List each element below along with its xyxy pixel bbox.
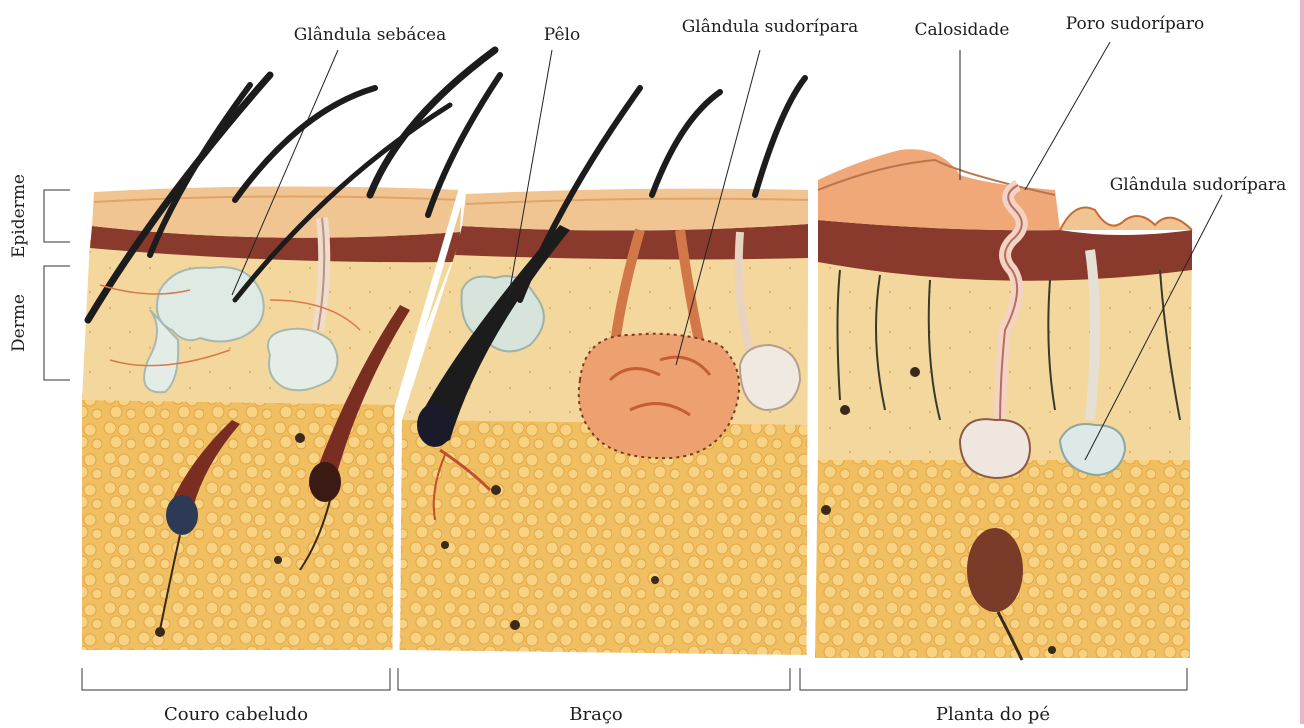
arm-hair-3 [755,78,805,195]
section-arm [400,78,808,655]
label-couro-cabeludo: Couro cabeludo [164,704,308,724]
label-derme: Derme [9,294,29,352]
scalp-fat [82,395,400,650]
sole-sweat-gland-1 [960,419,1030,478]
label-planta-do-pe: Planta do pé [936,704,1050,724]
label-glandula-sudoripara-top: Glândula sudorípara [682,17,859,37]
label-pelo: Pêlo [544,25,580,45]
leader-poro-sudoriparo [1025,42,1110,190]
label-glandula-sebacea: Glândula sebácea [294,25,446,45]
arm-sweat-gland-small [740,345,800,410]
layer-brackets [44,190,70,380]
sebaceous-gland-shape [157,267,264,341]
label-epiderme: Epiderme [9,174,29,258]
label-glandula-sudoripara-right: Glândula sudorípara [1110,175,1287,195]
scalp-hair-4 [370,50,495,195]
label-braco: Braço [569,704,622,724]
label-poro-sudoriparo: Poro sudoríparo [1066,14,1204,34]
edge-accent-bar [1300,0,1304,724]
scalp-sweat-gland [268,329,338,390]
divider-2 [810,170,812,658]
scalp-hair-3 [235,88,375,200]
section-brackets [82,668,1187,690]
label-calosidade: Calosidade [915,20,1010,40]
section-sole [815,149,1192,660]
pacinian-corpuscle [967,528,1023,612]
arm-fat [400,420,808,655]
arm-hair-2 [652,92,720,195]
arm-sweat-gland-big [579,334,739,458]
